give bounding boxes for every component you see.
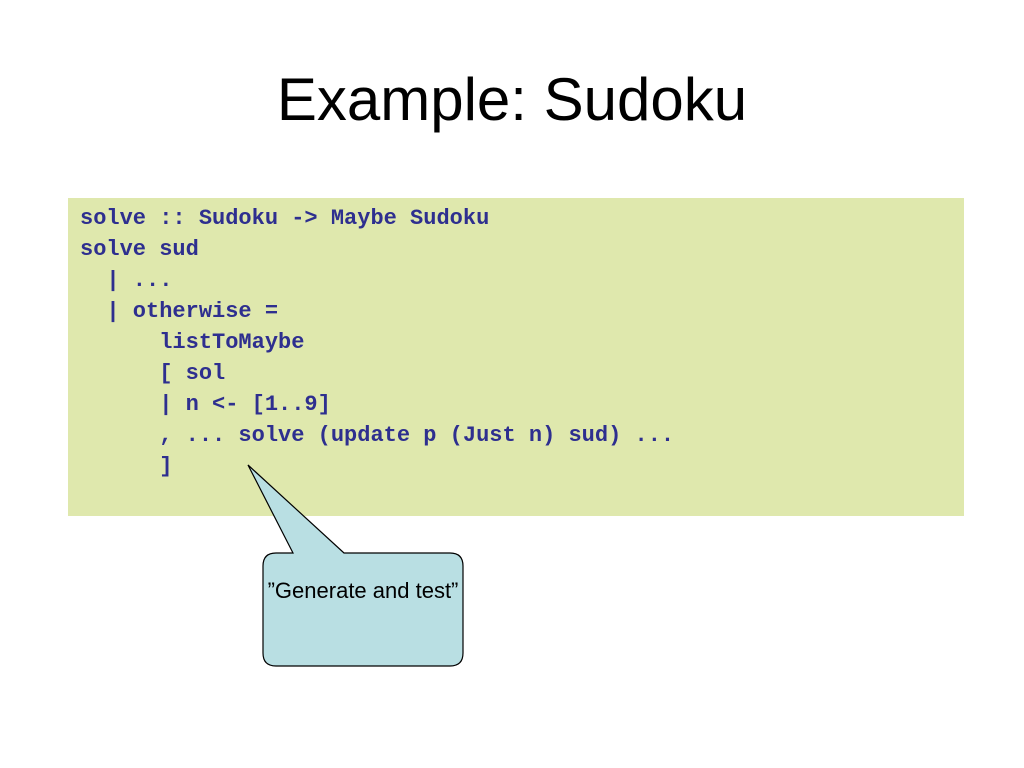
code-line: , ... solve (update p (Just n) sud) ... (80, 423, 675, 448)
code-line: ] (80, 454, 173, 479)
slide-title: Example: Sudoku (276, 66, 748, 133)
code-line: solve sud (80, 237, 199, 262)
code-line: [ sol (80, 361, 226, 386)
code-line: | n <- [1..9] (80, 392, 331, 417)
code-line: listToMaybe (80, 330, 305, 355)
callout-text: ”Generate and test” (267, 578, 459, 603)
code-line: | otherwise = (80, 299, 279, 324)
code-line: solve :: Sudoku -> Maybe Sudoku (80, 206, 490, 231)
code-line: | ... (80, 268, 173, 293)
